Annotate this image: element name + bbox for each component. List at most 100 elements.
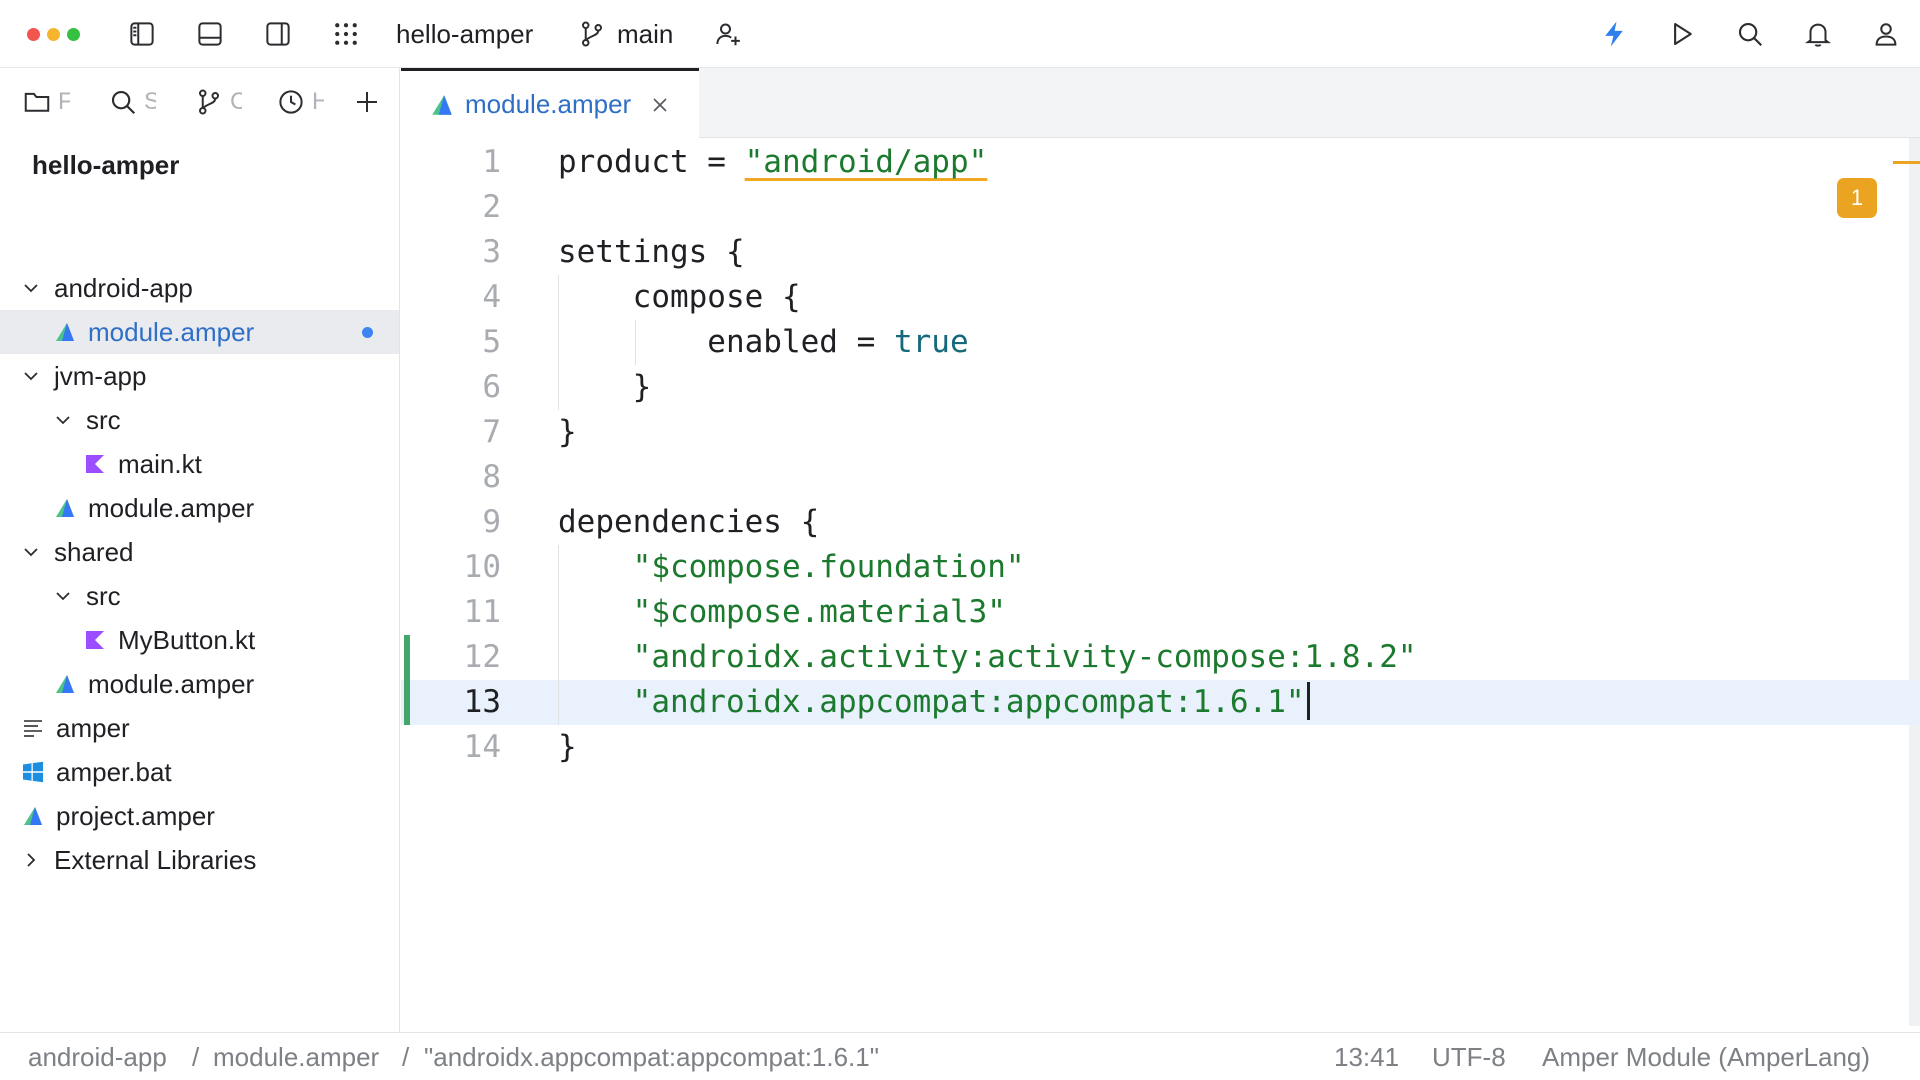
branch-widget[interactable]: main	[617, 19, 674, 49]
add-tab-button[interactable]	[352, 68, 382, 136]
git-branch-icon	[574, 14, 610, 54]
tree-item-amper[interactable]: amper	[0, 706, 399, 750]
indent-guide	[558, 275, 559, 410]
tree-item-shared[interactable]: shared	[0, 530, 399, 574]
line-number: 8	[482, 459, 501, 495]
tree-item-android-app[interactable]: android-app	[0, 266, 399, 310]
tab-commit[interactable]: C	[194, 68, 242, 136]
code-line[interactable]: 7}	[401, 410, 1920, 455]
code-text: enabled = true	[558, 320, 969, 365]
editor-tab-module-amper[interactable]: module.amper	[401, 68, 699, 138]
line-number: 3	[482, 234, 501, 270]
code-line[interactable]: 6 }	[401, 365, 1920, 410]
account-icon[interactable]	[1866, 14, 1906, 54]
tree-item-label: module.amper	[88, 492, 255, 523]
tree-item-external-libraries[interactable]: External Libraries	[0, 838, 399, 882]
tree-item-label: MyButton.kt	[118, 624, 256, 655]
main-menu-icon[interactable]	[326, 14, 366, 54]
kotlin-file-icon	[82, 451, 108, 477]
code-text: product = "android/app"	[558, 140, 987, 185]
code-text: "$compose.material3"	[558, 590, 1006, 635]
code-token: "androidx.appcompat:appcompat:1.6.1"	[632, 684, 1305, 720]
tree-item-label: main.kt	[118, 448, 202, 479]
tab-search[interactable]: S	[108, 68, 156, 136]
chevron-right-icon[interactable]	[20, 849, 42, 871]
clock-icon	[279, 90, 303, 114]
minimize-window-button[interactable]	[47, 28, 60, 41]
tree-item-amper-bat[interactable]: amper.bat	[0, 750, 399, 794]
code-line[interactable]: 12 "androidx.activity:activity-compose:1…	[401, 635, 1920, 680]
breadcrumb-separator: /	[402, 1042, 410, 1072]
code-line[interactable]: 8	[401, 455, 1920, 500]
tree-item-label: amper.bat	[56, 756, 172, 787]
project-root[interactable]: hello-amper	[32, 150, 180, 180]
tab-history[interactable]: H	[276, 68, 324, 136]
code-line[interactable]: 11 "$compose.material3"	[401, 590, 1920, 635]
tab-search-label: S	[144, 88, 156, 115]
tab-commit-label: C	[230, 88, 242, 115]
code-token: }	[558, 729, 577, 765]
code-line[interactable]: 5 enabled = true	[401, 320, 1920, 365]
line-number: 5	[482, 324, 501, 360]
code-line[interactable]: 10 "$compose.foundation"	[401, 545, 1920, 590]
maximize-window-button[interactable]	[67, 28, 80, 41]
code-token: dependencies {	[558, 504, 820, 540]
tree-item-project-amper[interactable]: project.amper	[0, 794, 399, 838]
tree-item-shared-module-amper[interactable]: module.amper	[0, 662, 399, 706]
tree-item-mybutton-kt[interactable]: MyButton.kt	[0, 618, 399, 662]
code-token: "android/app"	[744, 144, 988, 180]
chevron-down-icon[interactable]	[20, 365, 42, 387]
file-type[interactable]: Amper Module (AmperLang)	[1542, 1042, 1871, 1072]
search-everywhere-icon[interactable]	[1730, 14, 1770, 54]
breadcrumb-item-module[interactable]: android-app	[28, 1042, 167, 1072]
tree-item-label: jvm-app	[54, 360, 147, 391]
ai-assistant-icon[interactable]	[1594, 14, 1634, 54]
git-branch-icon	[199, 89, 220, 115]
vcs-change-marker[interactable]	[404, 635, 410, 725]
code-line[interactable]: 13 "androidx.appcompat:appcompat:1.6.1"	[401, 680, 1920, 725]
caret-position[interactable]: 13:41	[1334, 1042, 1400, 1072]
tab-history-label: H	[312, 88, 324, 115]
bottom-panel-toggle-icon[interactable]	[190, 14, 230, 54]
tree-item-shared-src[interactable]: src	[0, 574, 399, 618]
left-panel-toggle-icon[interactable]	[122, 14, 162, 54]
tree-item-jvm-app[interactable]: jvm-app	[0, 354, 399, 398]
search-icon	[111, 90, 136, 115]
code-token: true	[893, 324, 969, 360]
code-line[interactable]: 4 compose {	[401, 275, 1920, 320]
amper-file-icon	[52, 495, 78, 521]
problems-badge[interactable]: 1	[1837, 178, 1877, 218]
tree-item-android-app-module-amper[interactable]: module.amper	[0, 310, 399, 354]
editor-tab-label: module.amper	[465, 89, 632, 119]
close-tab-button[interactable]	[649, 94, 671, 116]
project-name-widget[interactable]: hello-amper	[396, 19, 534, 49]
run-icon[interactable]	[1662, 14, 1702, 54]
project-tool-window: F S C H hello-amper android-app module.a…	[0, 68, 400, 1032]
code-line[interactable]: 14}	[401, 725, 1920, 770]
file-encoding[interactable]: UTF-8	[1432, 1042, 1506, 1072]
warning-marker[interactable]	[1893, 161, 1920, 164]
amper-file-icon	[432, 94, 452, 115]
chevron-down-icon[interactable]	[20, 541, 42, 563]
tab-project[interactable]: F	[22, 68, 70, 136]
tree-item-label: External Libraries	[54, 844, 257, 875]
breadcrumb-separator: /	[192, 1042, 200, 1072]
text-file-icon	[20, 715, 46, 741]
add-collaborator-icon[interactable]	[708, 14, 748, 54]
tree-item-main-kt[interactable]: main.kt	[0, 442, 399, 486]
notifications-icon[interactable]	[1798, 14, 1838, 54]
breadcrumb-item-file[interactable]: module.amper	[213, 1042, 380, 1072]
tree-item-jvm-app-module-amper[interactable]: module.amper	[0, 486, 399, 530]
right-panel-toggle-icon[interactable]	[258, 14, 298, 54]
chevron-down-icon[interactable]	[20, 277, 42, 299]
tree-item-jvm-app-src[interactable]: src	[0, 398, 399, 442]
breadcrumb-item-element[interactable]: "androidx.appcompat:appcompat:1.6.1"	[424, 1042, 879, 1072]
code-line[interactable]: 2	[401, 185, 1920, 230]
chevron-down-icon[interactable]	[52, 585, 74, 607]
close-window-button[interactable]	[27, 28, 40, 41]
chevron-down-icon[interactable]	[52, 409, 74, 431]
